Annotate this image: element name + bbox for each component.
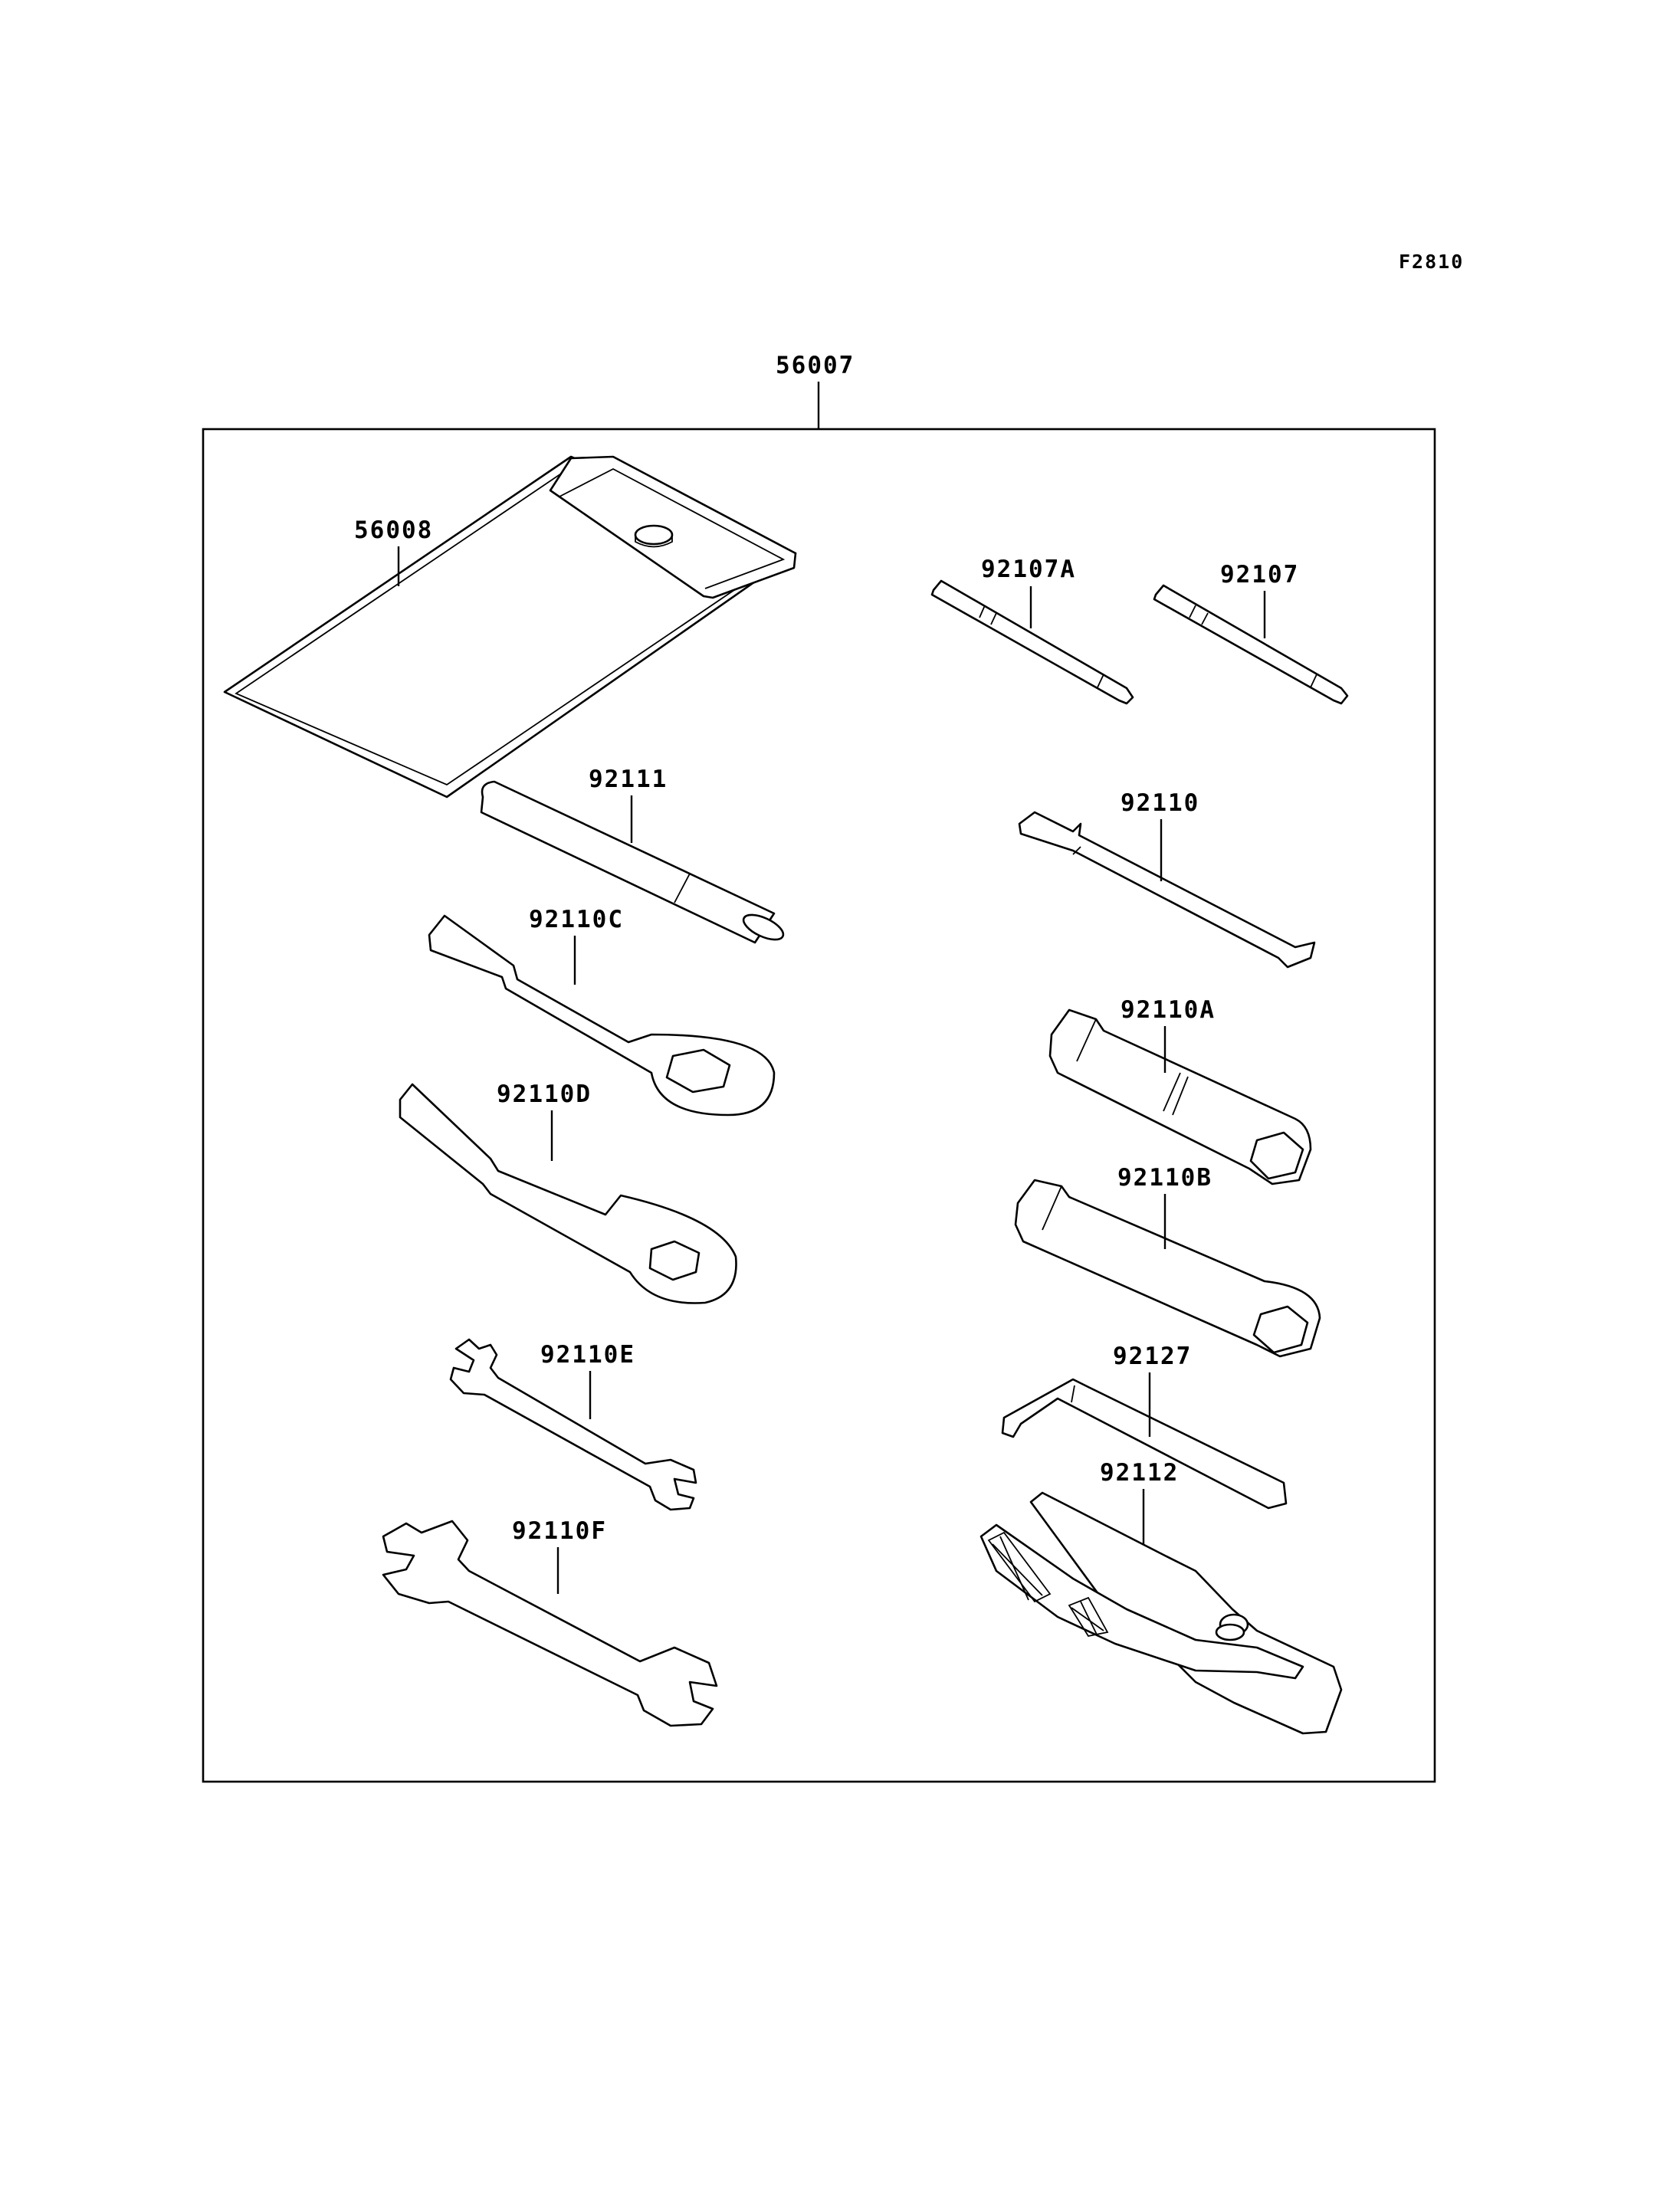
label-56008: 56008	[354, 516, 433, 544]
part-92107-screwdriver-bit[interactable]	[1153, 584, 1349, 705]
bag-snap-button	[634, 524, 674, 546]
label-92110: 92110	[1121, 789, 1199, 817]
bag-flap-stitch	[559, 467, 786, 589]
part-92110B-box-wrench[interactable]	[1014, 1179, 1321, 1358]
bag-flap	[549, 455, 797, 599]
part-56008-tool-bag[interactable]	[223, 455, 797, 798]
label-92107A: 92107A	[981, 556, 1076, 583]
label-92107: 92107	[1220, 561, 1299, 589]
part-92112-pliers[interactable]	[979, 1491, 1343, 1735]
part-92110A-box-wrench[interactable]	[1048, 1008, 1312, 1185]
assembly-part-number: 56007	[776, 352, 855, 379]
label-92110A: 92110A	[1121, 996, 1216, 1024]
part-92110C-ring-wrench[interactable]	[428, 914, 776, 1117]
part-92110-screwdriver-handle[interactable]	[1018, 811, 1316, 969]
part-92110F-open-end-wrench[interactable]	[382, 1520, 718, 1727]
label-92110E: 92110E	[540, 1341, 635, 1369]
label-92110F: 92110F	[512, 1517, 607, 1545]
part-92111-handle-bar[interactable]	[480, 780, 786, 945]
part-92127-hex-key[interactable]	[1001, 1378, 1288, 1510]
label-92112: 92112	[1100, 1459, 1179, 1487]
label-92110D: 92110D	[497, 1080, 592, 1108]
part-92110D-ring-wrench[interactable]	[399, 1083, 737, 1304]
assembly-frame	[202, 428, 1436, 1783]
label-92110B: 92110B	[1117, 1164, 1212, 1192]
label-92111: 92111	[589, 766, 668, 793]
diagram-code: F2810	[1399, 251, 1464, 273]
label-92110C: 92110C	[529, 906, 624, 933]
part-92107A-screwdriver-bit[interactable]	[930, 579, 1134, 705]
part-92110E-open-end-wrench[interactable]	[449, 1338, 697, 1511]
label-92127: 92127	[1113, 1343, 1192, 1370]
